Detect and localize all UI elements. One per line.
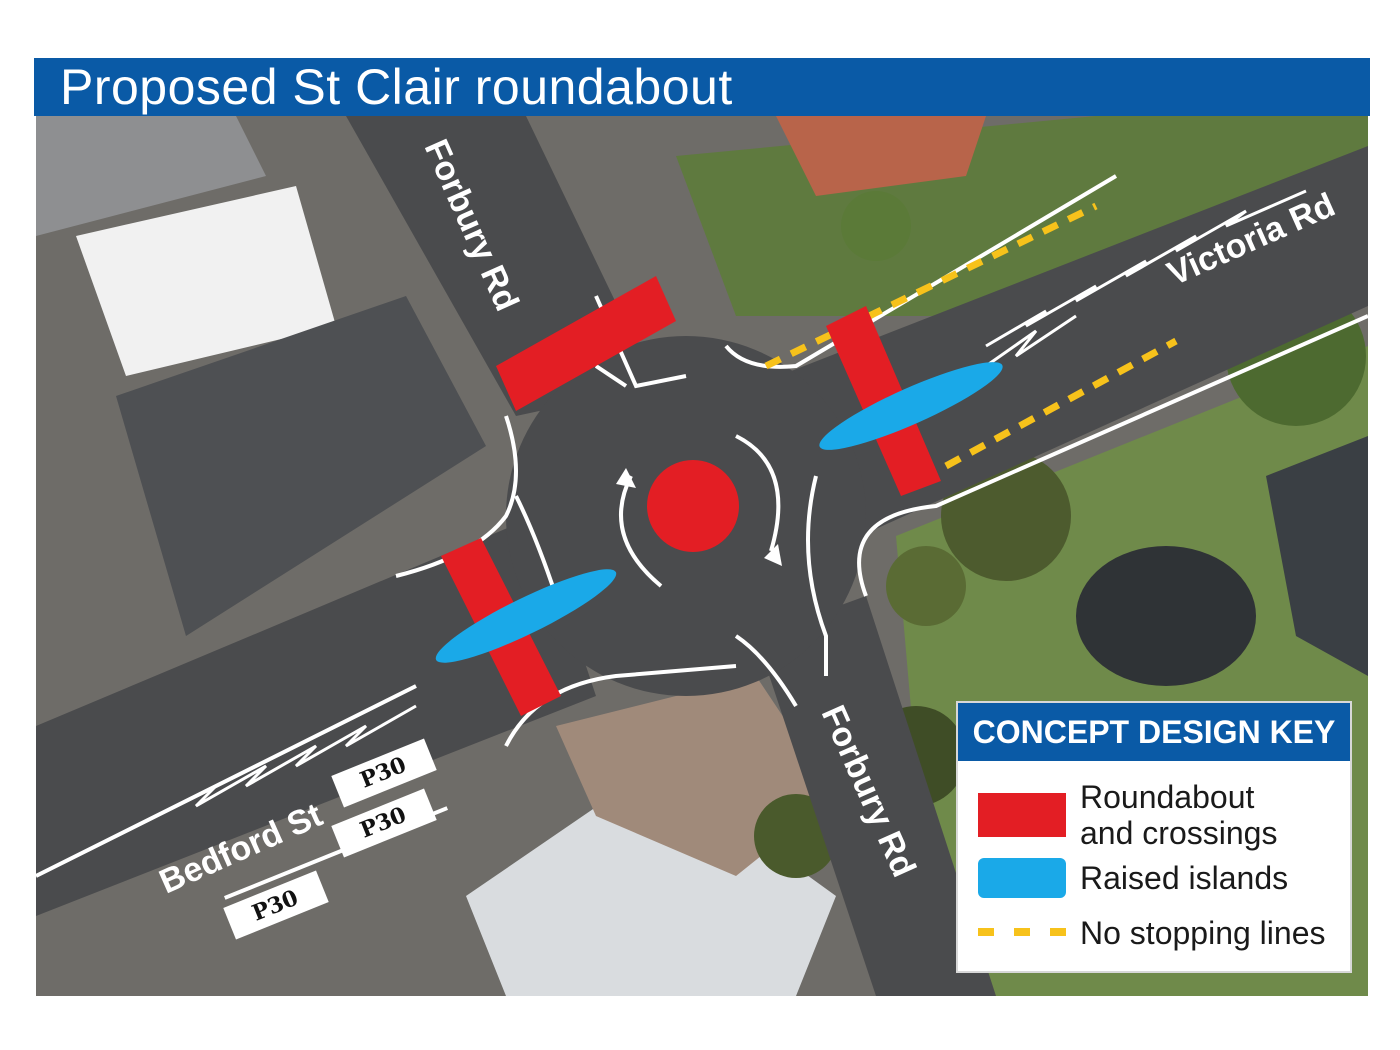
key-item-roundabout: Roundabout and crossings — [978, 779, 1277, 851]
key-item-no-stopping: No stopping lines — [978, 915, 1325, 951]
title-bar: Proposed St Clair roundabout — [34, 58, 1370, 116]
playground-structure — [1266, 436, 1368, 676]
key-label-crossings: and crossings — [1080, 815, 1278, 851]
aerial-map: Forbury Rd Victoria Rd Forbury Rd Bedfor… — [36, 116, 1368, 996]
building-top-left — [36, 116, 266, 236]
key-label-roundabout: Roundabout — [1080, 779, 1255, 815]
white-building-bottom — [466, 766, 836, 996]
red-roof-building — [776, 116, 986, 196]
roundabout-centre — [647, 460, 739, 552]
crossing-forbury-north — [496, 276, 676, 411]
no-stopping-lines — [764, 202, 1178, 470]
playground — [1076, 546, 1256, 686]
concept-design-key: CONCEPT DESIGN KEY Roundabout and crossi… — [958, 703, 1350, 971]
parking-bay-markings — [223, 738, 449, 940]
map-title: Proposed St Clair roundabout — [60, 59, 733, 115]
grey-roof-building — [116, 296, 486, 636]
circulation-arrows — [619, 434, 781, 588]
kerb-lines — [36, 174, 1368, 878]
red-swatch-icon — [978, 793, 1066, 837]
key-item-raised-islands: Raised islands — [978, 858, 1288, 898]
arrow-head-icon — [764, 544, 782, 566]
blue-swatch-icon — [978, 858, 1066, 898]
key-heading: CONCEPT DESIGN KEY — [958, 703, 1350, 761]
zigzag-markings — [155, 189, 1307, 818]
tree — [886, 546, 966, 626]
white-building-left — [76, 186, 336, 376]
raised-islands — [435, 362, 1003, 663]
key-label-raised-islands: Raised islands — [1080, 860, 1289, 896]
island-victoria — [819, 362, 1003, 450]
key-label-no-stopping: No stopping lines — [1080, 915, 1326, 951]
tree — [841, 191, 911, 261]
arrow-head-icon — [616, 468, 636, 488]
yellow-dash-icon — [978, 928, 1066, 938]
island-bedford — [435, 569, 617, 663]
